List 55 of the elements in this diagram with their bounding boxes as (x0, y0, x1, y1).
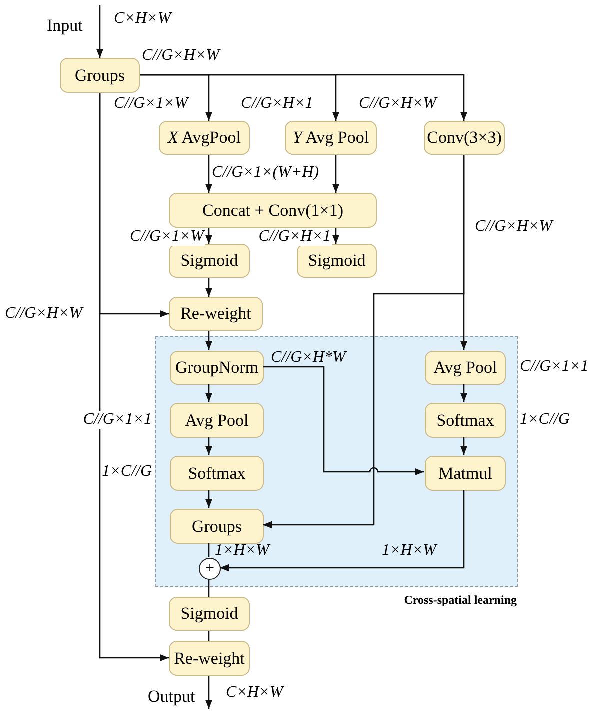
dimension-label: C//G×1×1 (82, 411, 153, 429)
process-box: Conv(3×3) (424, 121, 505, 155)
dimension-label: 1×H×W (382, 542, 436, 560)
arrow (460, 384, 468, 402)
process-box: Matmul (425, 456, 506, 491)
dimension-label: C//G×H×W (359, 95, 437, 113)
arrow (99, 93, 169, 662)
process-box: Avg Pool (170, 403, 264, 438)
process-box: Sigmoid (169, 244, 250, 278)
process-box: Re-weight (169, 297, 263, 331)
edge-label: Output (148, 688, 196, 706)
dimension-label: C//G×H×1 (241, 95, 314, 113)
dimension-label: C//G×H*W (271, 349, 346, 367)
arrow (205, 490, 213, 508)
arrow (205, 228, 213, 244)
arrow (263, 155, 465, 529)
process-box: Groups (60, 58, 140, 93)
dimension-label: C×H×W (226, 684, 284, 702)
arrow (332, 228, 340, 244)
arrow (205, 278, 213, 297)
process-box: Groups (170, 509, 264, 544)
dimension-label: C×H×W (114, 10, 172, 28)
arrow (332, 155, 340, 193)
arrow (205, 437, 213, 455)
arrow (205, 155, 213, 193)
arrow (205, 676, 213, 709)
dimension-label: C//G×H×W (142, 47, 220, 65)
dimension-label: C//G×1×(W+H) (212, 164, 320, 182)
arrow (140, 74, 468, 121)
arrow (460, 437, 468, 455)
process-box: Re-weight (169, 641, 250, 676)
arrow (263, 366, 424, 476)
arrow (96, 5, 104, 58)
process-box: Concat + Conv(1×1) (169, 193, 377, 228)
edge-label: Input (47, 17, 83, 35)
sum-circle: + (199, 558, 221, 580)
panel-title: Cross-spatial learning (404, 593, 517, 608)
process-box: Sigmoid (169, 597, 250, 631)
arrow (205, 384, 213, 402)
arrow (220, 490, 465, 572)
process-box: GroupNorm (170, 351, 264, 385)
dimension-label: C//G×H×W (5, 305, 83, 323)
process-box: Avg Pool (425, 351, 506, 385)
dimension-label: C//G×H×1 (258, 228, 332, 246)
dimension-label: 1×H×W (215, 542, 270, 560)
dimension-label: 1×C//G (520, 411, 570, 429)
dimension-label: C//G×1×W (128, 228, 205, 246)
process-box: Sigmoid (297, 244, 377, 278)
dimension-label: C//G×H×W (475, 218, 553, 236)
process-box: X AvgPool (159, 121, 250, 155)
dimension-label: C//G×1×1 (520, 358, 589, 376)
dimension-label: C//G×1×W (114, 95, 188, 113)
process-box: Softmax (170, 456, 264, 491)
arrow (205, 331, 213, 350)
process-box: Softmax (425, 403, 506, 438)
